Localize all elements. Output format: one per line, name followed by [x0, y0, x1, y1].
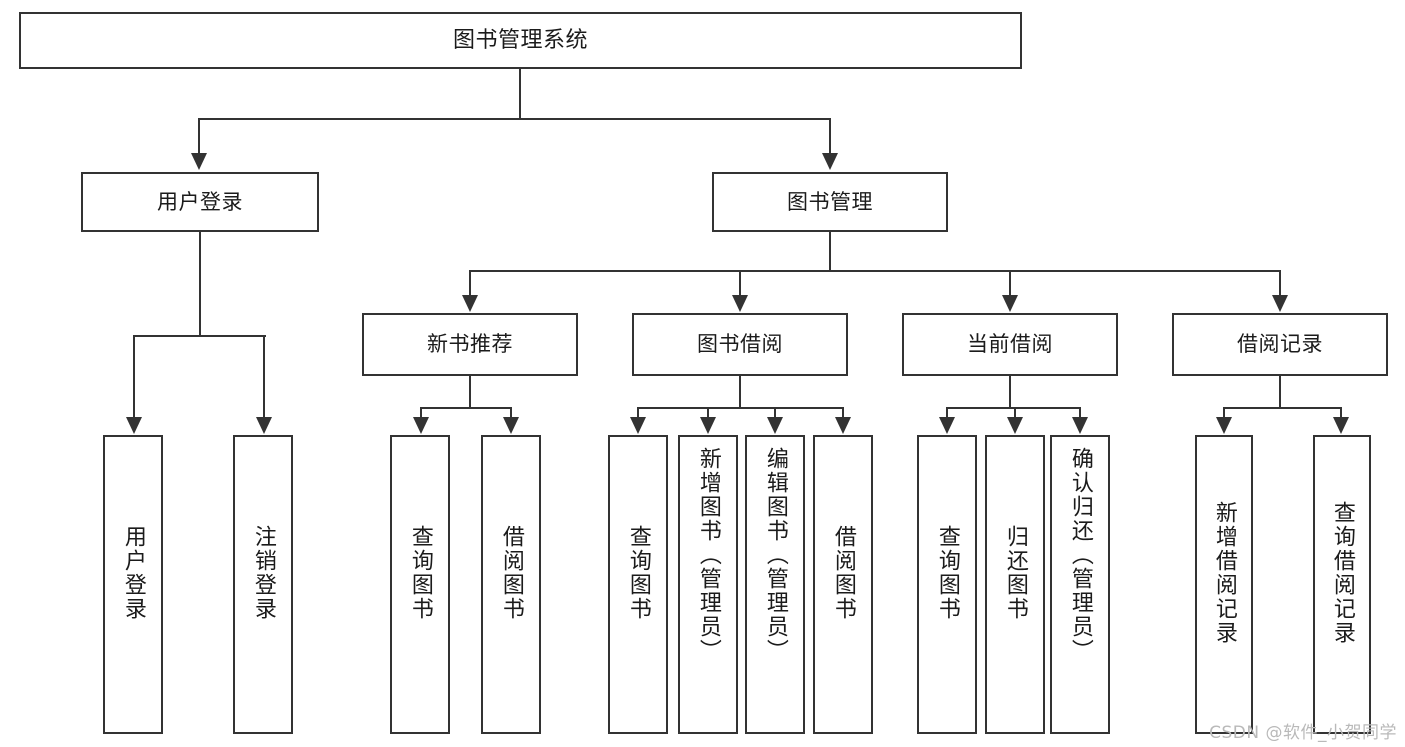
connector-drop-borrow-record — [1279, 270, 1282, 296]
arrowhead-leaf-9 — [939, 417, 955, 434]
connector-drop-leaf-12 — [1223, 407, 1226, 418]
node-label: 图书管理系统 — [452, 27, 588, 53]
node-label: 新增图书（管理员） — [695, 447, 721, 663]
node-new-book-recommend[interactable]: 新书推荐 — [362, 313, 578, 376]
connector-new-book-bus — [420, 407, 512, 410]
leaf-query-book-recommend[interactable]: 查询图书 — [390, 435, 450, 734]
leaf-user-login[interactable]: 用户登录 — [103, 435, 163, 734]
leaf-return-book[interactable]: 归还图书 — [985, 435, 1045, 734]
connector-drop-book-borrow — [739, 270, 742, 296]
connector-borrow-record-stem — [1279, 376, 1282, 407]
connector-user-login-stem — [199, 232, 202, 335]
connector-new-book-stem — [469, 376, 472, 407]
connector-drop-current-borrow — [1009, 270, 1012, 296]
connector-book-manage-stem — [829, 232, 832, 270]
connector-level3-bus — [469, 270, 1280, 273]
arrowhead-leaf-4 — [503, 417, 519, 434]
arrowhead-user-login — [191, 153, 207, 170]
connector-user-login-bus — [133, 335, 266, 338]
node-label: 查询图书 — [407, 525, 433, 621]
node-label: 注销登录 — [250, 525, 276, 621]
connector-drop-leaf-5 — [637, 407, 640, 418]
leaf-edit-book-admin[interactable]: 编辑图书（管理员） — [745, 435, 805, 734]
connector-drop-leaf-13 — [1340, 407, 1343, 418]
arrowhead-leaf-2 — [256, 417, 272, 434]
arrowhead-borrow-record — [1272, 295, 1288, 312]
node-label: 图书借阅 — [697, 332, 783, 357]
connector-drop-leaf-8 — [842, 407, 845, 418]
connector-drop-leaf-11 — [1079, 407, 1082, 418]
arrowhead-leaf-10 — [1007, 417, 1023, 434]
arrowhead-leaf-3 — [413, 417, 429, 434]
node-borrow-record[interactable]: 借阅记录 — [1172, 313, 1388, 376]
node-label: 查询图书 — [625, 525, 651, 621]
leaf-borrow-book-recommend[interactable]: 借阅图书 — [481, 435, 541, 734]
connector-drop-leaf-10 — [1014, 407, 1017, 418]
connector-drop-user-login — [198, 118, 201, 154]
node-label: 查询借阅记录 — [1329, 501, 1355, 645]
arrowhead-book-borrow — [732, 295, 748, 312]
node-user-login[interactable]: 用户登录 — [81, 172, 319, 232]
node-label: 借阅记录 — [1237, 332, 1323, 357]
arrowhead-leaf-6 — [700, 417, 716, 434]
arrowhead-leaf-5 — [630, 417, 646, 434]
connector-drop-leaf-1 — [133, 335, 136, 418]
node-label: 图书管理 — [787, 189, 873, 214]
node-label: 新书推荐 — [427, 332, 513, 357]
arrowhead-new-book — [462, 295, 478, 312]
connector-current-borrow-bus — [946, 407, 1081, 410]
leaf-query-book-current[interactable]: 查询图书 — [917, 435, 977, 734]
connector-drop-leaf-4 — [510, 407, 513, 418]
connector-drop-leaf-9 — [946, 407, 949, 418]
leaf-add-borrow-record[interactable]: 新增借阅记录 — [1195, 435, 1253, 734]
arrowhead-book-manage — [822, 153, 838, 170]
arrowhead-leaf-13 — [1333, 417, 1349, 434]
node-current-borrow[interactable]: 当前借阅 — [902, 313, 1118, 376]
node-label: 借阅图书 — [830, 525, 856, 621]
connector-drop-leaf-7 — [774, 407, 777, 418]
node-label: 归还图书 — [1002, 525, 1028, 621]
node-label: 新增借阅记录 — [1211, 501, 1237, 645]
node-label: 借阅图书 — [498, 525, 524, 621]
leaf-query-borrow-record[interactable]: 查询借阅记录 — [1313, 435, 1371, 734]
connector-current-borrow-stem — [1009, 376, 1012, 407]
connector-drop-new-book — [469, 270, 472, 296]
connector-drop-book-manage — [829, 118, 832, 154]
node-label: 确认归还（管理员） — [1067, 447, 1093, 663]
connector-drop-leaf-2 — [263, 335, 266, 418]
node-book-borrow[interactable]: 图书借阅 — [632, 313, 848, 376]
connector-book-borrow-bus — [637, 407, 844, 410]
arrowhead-leaf-8 — [835, 417, 851, 434]
arrowhead-leaf-1 — [126, 417, 142, 434]
node-label: 当前借阅 — [967, 332, 1053, 357]
arrowhead-current-borrow — [1002, 295, 1018, 312]
node-label: 编辑图书（管理员） — [762, 447, 788, 663]
node-root-system[interactable]: 图书管理系统 — [19, 12, 1022, 69]
leaf-borrow-book[interactable]: 借阅图书 — [813, 435, 873, 734]
leaf-confirm-return-admin[interactable]: 确认归还（管理员） — [1050, 435, 1110, 734]
connector-drop-leaf-6 — [707, 407, 710, 418]
arrowhead-leaf-12 — [1216, 417, 1232, 434]
leaf-add-book-admin[interactable]: 新增图书（管理员） — [678, 435, 738, 734]
arrowhead-leaf-11 — [1072, 417, 1088, 434]
node-book-management[interactable]: 图书管理 — [712, 172, 948, 232]
node-label: 用户登录 — [120, 525, 146, 621]
node-label: 查询图书 — [934, 525, 960, 621]
connector-drop-leaf-3 — [420, 407, 423, 418]
connector-borrow-record-bus — [1223, 407, 1342, 410]
connector-book-borrow-stem — [739, 376, 742, 407]
leaf-query-book-borrow[interactable]: 查询图书 — [608, 435, 668, 734]
node-label: 用户登录 — [157, 189, 243, 214]
connector-level2-bus — [198, 118, 831, 121]
arrowhead-leaf-7 — [767, 417, 783, 434]
leaf-logout[interactable]: 注销登录 — [233, 435, 293, 734]
connector-root-stem — [519, 69, 522, 118]
